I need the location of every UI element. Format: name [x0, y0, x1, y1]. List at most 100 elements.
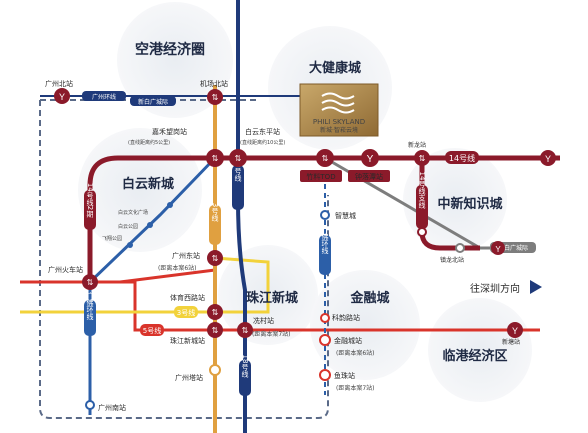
svg-text:Y: Y	[367, 154, 374, 165]
direction-indicator: 往深圳方向	[470, 280, 542, 295]
svg-text:Y: Y	[59, 92, 65, 102]
y-station-icon[interactable]: Y	[540, 150, 556, 166]
transfer-icon[interactable]: ⇅	[207, 304, 223, 320]
station-dot[interactable]	[320, 313, 330, 323]
y-station-icon[interactable]: Y	[361, 149, 379, 167]
logo-en: PHILI SKYLAND	[313, 118, 365, 126]
dashed-ring-line	[39, 100, 329, 419]
station-zhuliao[interactable]: 竹料TOD	[306, 172, 335, 181]
label-line14-zhixian: 14号线支线	[418, 172, 426, 209]
station-xintang[interactable]: 新塘站	[502, 338, 520, 346]
project-logo: PHILI SKYLAND 新城·智崧云境	[299, 83, 379, 137]
y-station-icon[interactable]: Y	[491, 241, 505, 255]
station-gz-train[interactable]: 广州火车站	[48, 265, 83, 274]
zone-finance-title: 金融城	[349, 290, 389, 306]
label-baiyun-park: 白云公园	[118, 223, 138, 230]
label-line14-branch: 14号线2期	[86, 183, 94, 219]
station-zhenlong[interactable]: 镇龙北站	[440, 256, 464, 264]
station-jinrong-note: (距离本案6站)	[336, 349, 375, 357]
zone-titles: 空港经济圈 大健康城 白云新城 中新知识城 珠江新城 金融城 临港经济区	[122, 41, 508, 364]
transfer-icon[interactable]: ⇅	[207, 322, 223, 338]
logo-cn: 新城·智崧云境	[320, 126, 358, 134]
label-north-link: 广州环线	[92, 93, 116, 101]
zone-airport-title: 空港经济圈	[135, 41, 205, 58]
station-xiancun-note: (距离本案7站)	[252, 330, 291, 338]
station-zhongluotan[interactable]: 钟落潭站	[355, 172, 383, 181]
label-line14: 14号线	[449, 153, 475, 163]
label-yellow: 3号线	[177, 308, 195, 317]
transfer-icon[interactable]: ⇅	[206, 149, 224, 167]
direction-label: 往深圳方向	[470, 282, 520, 295]
station-dot[interactable]	[209, 364, 221, 376]
transfer-icon[interactable]: ⇅	[229, 149, 247, 167]
station-xiancun[interactable]: 冼村站	[253, 316, 274, 325]
transfer-icon[interactable]: ⇅	[316, 149, 334, 167]
svg-text:Y: Y	[545, 154, 551, 164]
station-zhihuicheng[interactable]: 智慧城	[335, 211, 356, 220]
yellow-line	[20, 256, 270, 314]
station-dot[interactable]	[320, 210, 330, 220]
red-line-branch	[90, 268, 216, 284]
label-baiyun-culture: 白云文化广场	[118, 209, 148, 216]
logo-wave-icon	[321, 99, 355, 107]
station-gz-tata[interactable]: 广州塔站	[175, 373, 203, 382]
svg-text:⇅: ⇅	[212, 254, 219, 263]
zone-airport-bubble	[117, 2, 233, 118]
station-gz-north[interactable]: 广州北站	[45, 79, 73, 88]
svg-text:Y: Y	[512, 326, 518, 336]
station-dot[interactable]	[85, 400, 95, 410]
blue-line	[88, 156, 217, 415]
logo-wave-icon	[321, 106, 355, 114]
label-xinbai-right: 新白广城际	[498, 244, 528, 252]
station-xinlong[interactable]: 新龙站	[408, 141, 426, 149]
station-dot[interactable]	[455, 243, 465, 253]
transfer-icon[interactable]: ⇅	[82, 274, 98, 290]
station-zj-newtown[interactable]: 珠江新城站	[170, 336, 205, 345]
y-station-icon[interactable]: Y	[507, 322, 523, 338]
label-line5: 5号线	[143, 326, 161, 335]
zone-lingang-title: 临港经济区	[442, 348, 507, 364]
y-station-icon[interactable]: Y	[54, 88, 70, 104]
line-labels: 14号线 14号线2期 14号线支线 3号线 10号线 18号线 5号线 3号线…	[82, 91, 536, 396]
transfer-icon[interactable]: ⇅	[207, 89, 223, 105]
label-xinbai: 新白广城际	[138, 98, 168, 106]
zone-finance-bubble	[310, 270, 420, 380]
station-yuzhu[interactable]: 鱼珠站	[334, 371, 355, 380]
svg-text:⇅: ⇅	[419, 154, 426, 163]
station-yuzhu-note: (距离本案7站)	[336, 384, 375, 392]
station-dot[interactable]	[147, 222, 153, 228]
svg-text:⇅: ⇅	[212, 326, 219, 335]
station-dot[interactable]	[417, 227, 427, 237]
station-baiyun-east[interactable]: 白云东平站	[245, 127, 280, 136]
station-jinrongcheng[interactable]: 金融城站	[334, 336, 362, 345]
transfer-icon[interactable]: ⇅	[237, 322, 253, 338]
zone-baiyun-title: 白云新城	[122, 176, 174, 192]
label-line3: 3号线	[211, 203, 219, 222]
station-gz-east[interactable]: 广州东站	[172, 251, 200, 260]
station-dot[interactable]	[167, 202, 173, 208]
line14	[87, 155, 560, 282]
station-gz-east-note: (距离本案6站)	[158, 264, 197, 272]
station-jiahe-note: (直线距离约5公里)	[128, 139, 170, 146]
station-kehui[interactable]: 科韵路站	[332, 313, 360, 322]
svg-text:⇅: ⇅	[212, 93, 219, 102]
zone-lingang-bubble	[428, 298, 532, 402]
station-tiyu-xi[interactable]: 体育西路站	[170, 293, 205, 302]
transfer-icon[interactable]: ⇅	[207, 250, 223, 266]
station-dot[interactable]	[319, 369, 331, 381]
station-labels: 广州北站 机场北站 嘉禾望岗站 (直线距离约5公里) 白云东平站 (直线距离约1…	[45, 79, 520, 412]
station-dot[interactable]	[319, 334, 331, 346]
station-airport-north[interactable]: 机场北站	[200, 79, 228, 88]
zone-bubbles	[78, 2, 532, 402]
station-jiahe[interactable]: 嘉禾望岗站	[152, 127, 187, 136]
transfer-icon[interactable]: ⇅	[414, 150, 430, 166]
zone-zhujiang-title: 珠江新城	[246, 290, 298, 306]
label-feixiang: 飞翔公园	[102, 235, 122, 242]
station-nodes: ⇅ ⇅ ⇅ ⇅ ⇅ ⇅ ⇅ ⇅ ⇅ ⇅ Y Y Y Y Y	[54, 88, 556, 410]
station-gz-south[interactable]: 广州南站	[98, 403, 126, 412]
label-planned: 广佛环线	[321, 225, 329, 254]
station-dot[interactable]	[127, 242, 133, 248]
direction-arrow-icon	[530, 280, 542, 294]
